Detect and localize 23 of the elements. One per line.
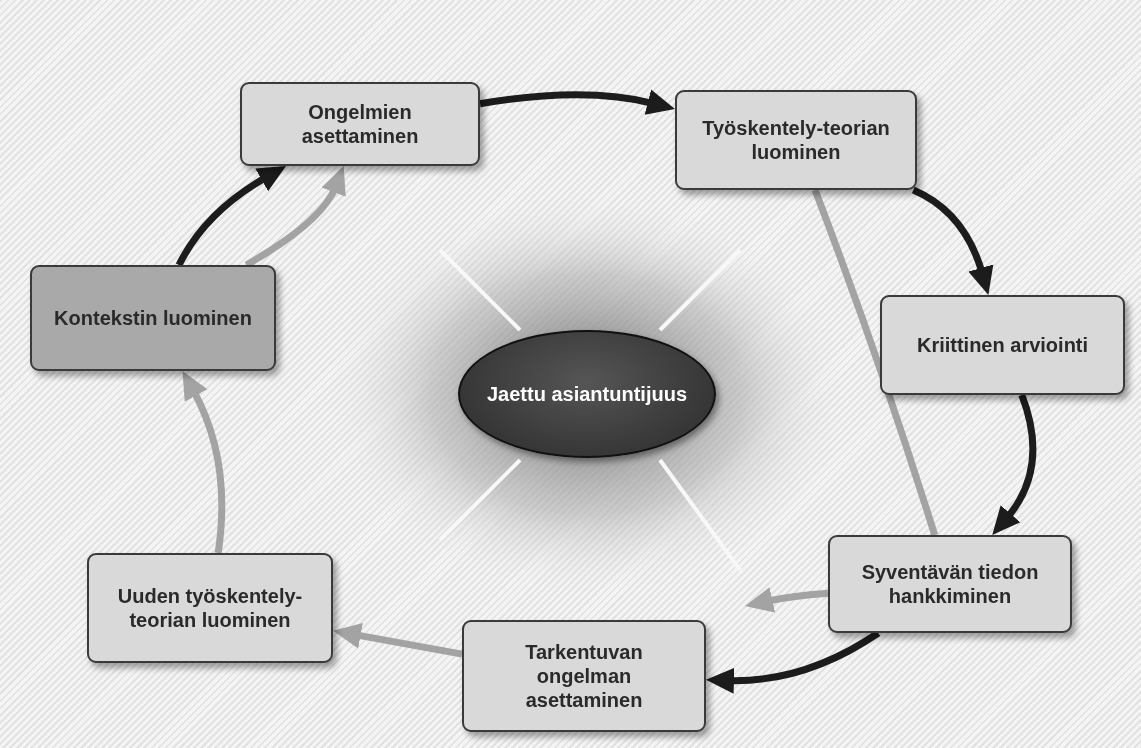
process-box — [462, 620, 706, 732]
curved-arrow — [333, 622, 463, 658]
box-text: Työskentely-teorian luominen — [701, 116, 891, 164]
curved-arrow — [744, 587, 829, 613]
curved-arrow — [479, 89, 676, 115]
process-box — [240, 82, 480, 166]
box-text: Kriittinen arviointi — [916, 333, 1089, 357]
box-text: Ongelmien asettaminen — [300, 100, 420, 148]
curved-arrow — [993, 393, 1037, 536]
process-box — [880, 295, 1125, 395]
box-text: Uuden työskentely-teorian luominen — [116, 584, 304, 632]
box-text: Jaettu asiantuntijuus — [487, 382, 687, 406]
curved-arrow — [706, 630, 881, 694]
process-box — [828, 535, 1072, 633]
box-text: Tarkentuvan ongelman asettaminen — [524, 640, 644, 712]
curved-arrow — [911, 186, 994, 295]
box-text: Kontekstin luominen — [54, 306, 252, 330]
process-box — [30, 265, 276, 371]
curved-arrow — [183, 370, 226, 554]
process-box — [675, 90, 917, 190]
box-text: Syventävän tiedon hankkiminen — [860, 560, 1040, 608]
process-box — [87, 553, 333, 663]
curved-arrow — [175, 165, 286, 267]
